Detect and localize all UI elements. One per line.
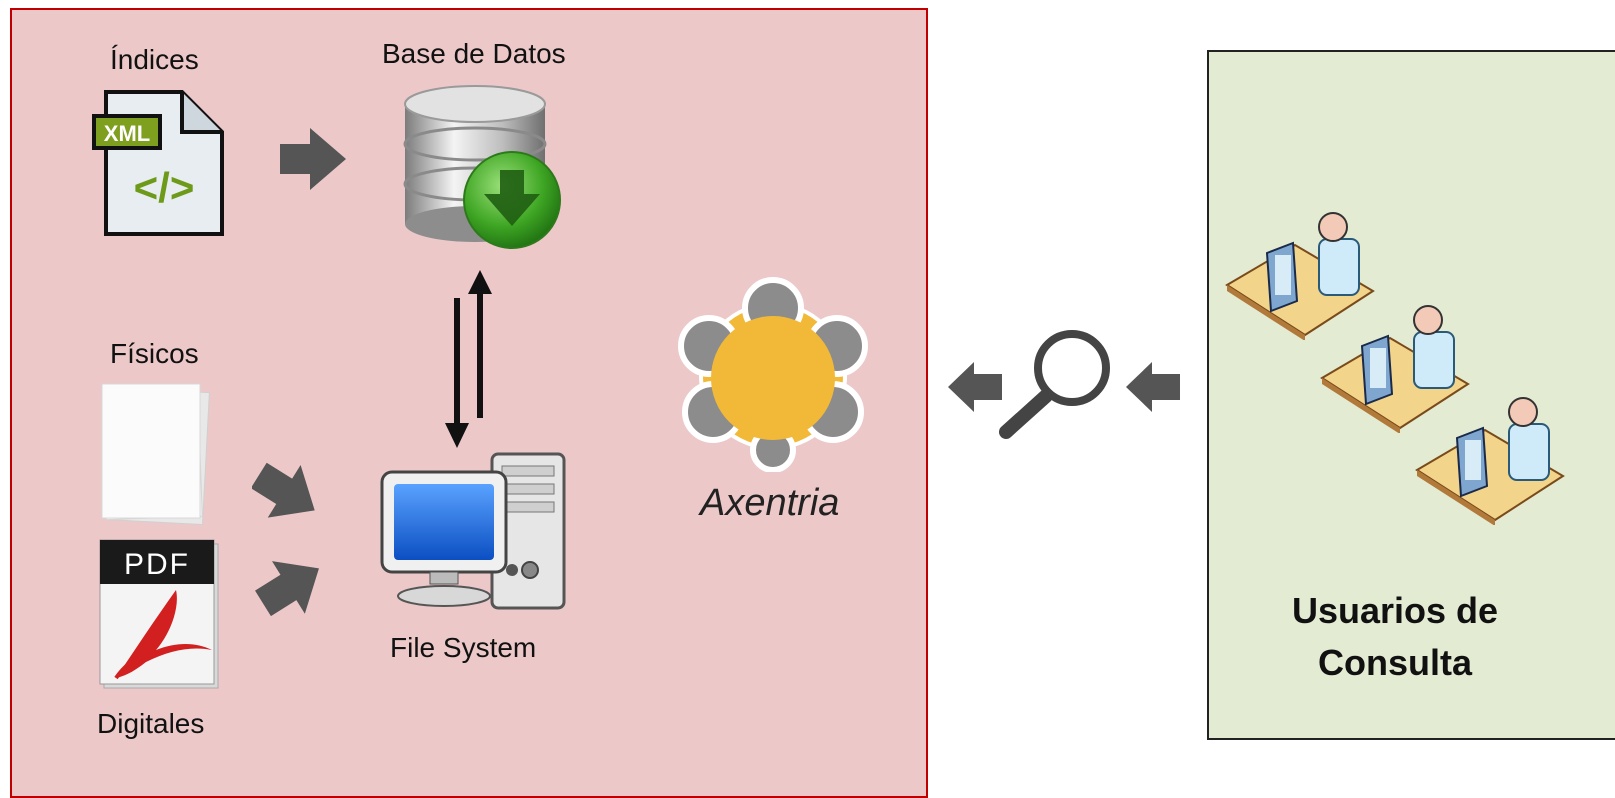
database-icon — [403, 85, 561, 249]
axentria-logo-icon — [678, 277, 868, 472]
digital-label: Digitales — [97, 708, 205, 739]
flow-arrow-users-to-search — [1126, 362, 1180, 412]
user-workstation-icon — [1225, 212, 1375, 340]
flow-arrow-physical-to-fs — [252, 462, 315, 518]
xml-code-text: </> — [134, 164, 195, 211]
xml-badge-text: XML — [104, 121, 150, 146]
sync-arrows — [445, 270, 492, 448]
database-label: Base de Datos — [382, 38, 566, 69]
flow-arrow-xml-to-db — [280, 128, 346, 190]
pdf-badge-text: PDF — [124, 548, 190, 581]
computer-icon — [380, 452, 566, 610]
pdf-file-icon: PDF — [99, 539, 219, 689]
user-workstation-icon — [1415, 397, 1565, 525]
users-title-line2: Consulta — [1317, 642, 1472, 683]
brand-name: Axentria — [700, 482, 840, 524]
xml-file-icon: XML </> — [92, 90, 224, 236]
filesystem-label: File System — [390, 632, 537, 663]
indices-label: Índices — [110, 44, 199, 75]
paper-stack-icon — [101, 383, 210, 526]
user-workstation-icon — [1320, 305, 1470, 433]
flow-arrow-search-to-system — [948, 362, 1002, 412]
flow-arrow-digital-to-fs — [255, 561, 319, 617]
users-title-line1: Usuarios de — [1291, 590, 1499, 631]
users-title: Usuarios de Consulta — [1235, 585, 1555, 689]
magnifier-icon — [999, 330, 1110, 439]
physical-label: Físicos — [110, 338, 199, 369]
